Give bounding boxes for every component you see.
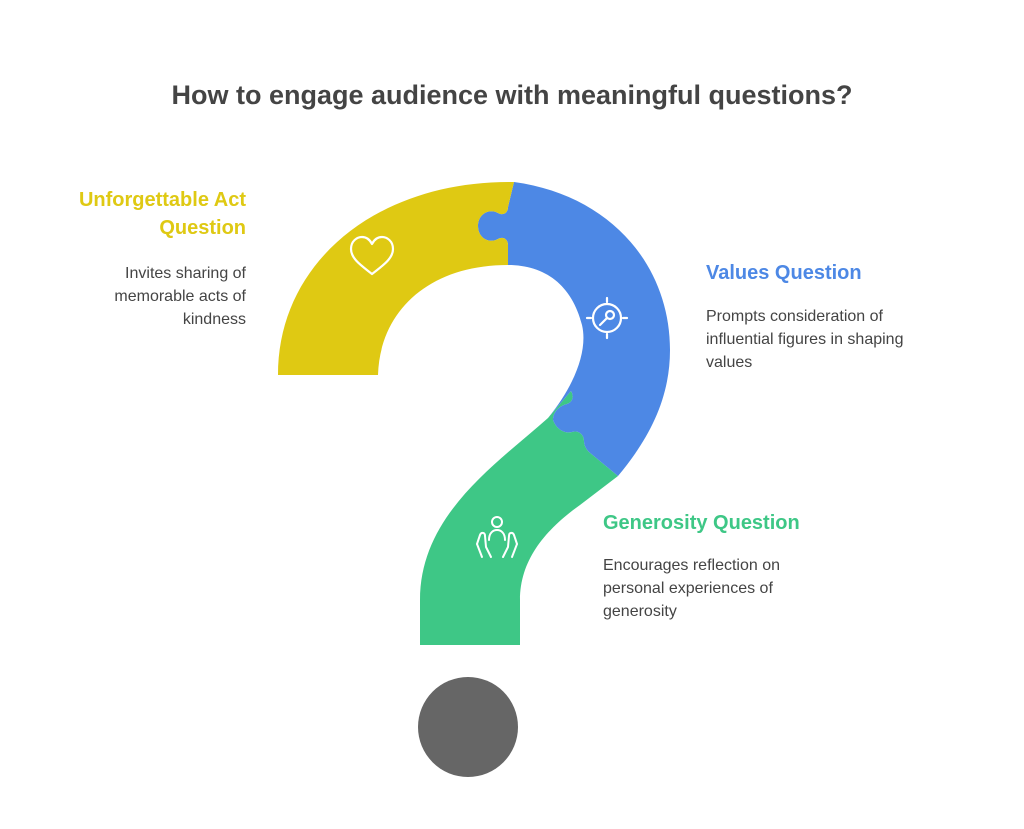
unforgettable-heading-line2: Question <box>159 217 246 239</box>
values-description: Prompts consideration of influential fig… <box>706 305 903 374</box>
values-description-line2: influential figures in shaping <box>706 331 904 348</box>
generosity-description-line2: personal experiences of <box>603 580 773 597</box>
target-compass-icon <box>585 296 629 340</box>
unforgettable-heading: Unforgettable Act Question <box>79 186 246 242</box>
generosity-heading: Generosity Question <box>603 512 800 534</box>
generosity-description-line3: generosity <box>603 603 677 620</box>
unforgettable-heading-line1: Unforgettable Act <box>78 189 246 211</box>
values-segment <box>478 182 670 476</box>
generosity-segment <box>420 391 618 645</box>
values-description-line3: values <box>706 354 753 371</box>
unforgettable-description-line3: kindness <box>182 311 246 328</box>
helping-hands-icon <box>476 516 518 558</box>
values-description-line1: Prompts consideration of <box>706 308 883 325</box>
page-title: How to engage audience with meaningful q… <box>171 80 853 110</box>
unforgettable-description-line1: Invites sharing of <box>125 265 246 282</box>
unforgettable-description: Invites sharing of memorable acts of kin… <box>114 262 246 331</box>
generosity-description-line1: Encourages reflection on <box>603 557 780 574</box>
unforgettable-segment <box>278 181 514 375</box>
heart-icon <box>349 235 395 276</box>
unforgettable-description-line2: memorable acts of <box>114 288 246 305</box>
values-heading: Values Question <box>706 262 862 284</box>
generosity-description: Encourages reflection on personal experi… <box>603 554 780 623</box>
question-dot <box>418 677 518 777</box>
